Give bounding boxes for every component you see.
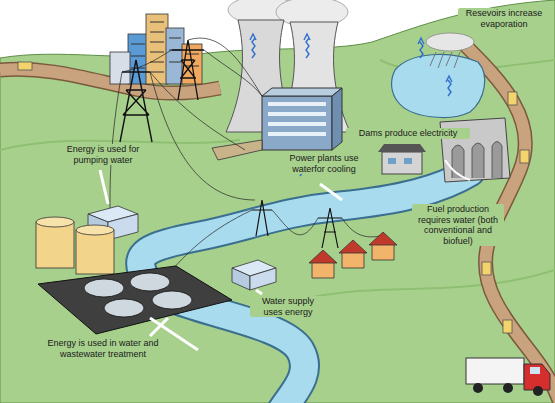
callout-label: Fuel production requires water (both con… xyxy=(412,204,504,246)
callout-label: Energy is used for pumping water xyxy=(54,144,152,165)
water-supply-station-part xyxy=(250,268,276,290)
small-trucks-part xyxy=(18,62,32,70)
treatment-plant-part xyxy=(152,291,192,309)
evaporation-arrows-part xyxy=(446,76,452,96)
houses-part xyxy=(342,252,364,268)
dam-part xyxy=(445,160,470,180)
tanks-part xyxy=(76,225,114,235)
tanks-part xyxy=(36,222,74,268)
treatment-plant-part xyxy=(130,273,170,291)
transmission-towers-part xyxy=(252,200,272,236)
houses-part xyxy=(339,240,367,253)
small-trucks-part xyxy=(520,150,529,163)
small-trucks-part xyxy=(482,262,491,275)
city-part xyxy=(166,28,184,84)
treatment-plant xyxy=(38,266,232,334)
transmission-towers-part xyxy=(172,40,204,100)
houses-part xyxy=(369,232,397,245)
rain-part xyxy=(430,52,460,68)
callout-label: Resevoirs increase evaporation xyxy=(458,8,550,29)
city-part xyxy=(128,34,148,84)
city-part xyxy=(146,14,168,84)
transmission-towers-part xyxy=(120,60,152,142)
treatment-plant-part xyxy=(38,266,232,334)
dam-part xyxy=(452,142,502,179)
rain-part xyxy=(426,33,474,51)
callout-label: Power plants use waterfor cooling xyxy=(276,153,372,174)
truck-part xyxy=(524,364,550,390)
power-plant-part xyxy=(212,140,262,160)
treatment-plant-part xyxy=(104,299,144,317)
houses xyxy=(309,232,397,278)
callout-label: Water supply uses energy xyxy=(250,296,326,317)
tanks xyxy=(36,217,114,274)
treatment-plant-part xyxy=(84,279,124,297)
power-plant-part xyxy=(332,88,342,150)
tanks-part xyxy=(36,217,74,227)
city xyxy=(110,14,202,84)
small-trucks-part xyxy=(508,92,517,105)
power-plant xyxy=(212,88,342,160)
evaporation-arrows-part xyxy=(418,38,424,58)
truck-part xyxy=(533,386,543,396)
hydro-house-part xyxy=(382,152,422,174)
hydro-house-part xyxy=(388,158,396,164)
power-plant-part xyxy=(262,96,332,150)
houses-part xyxy=(309,250,337,263)
power-plant-part xyxy=(268,104,326,134)
callout-label: Dams produce electricity xyxy=(346,128,470,139)
reservoir-part xyxy=(392,54,485,117)
truck xyxy=(466,358,550,396)
hydro-house-part xyxy=(404,158,412,164)
evaporation-arrows-part xyxy=(304,34,310,58)
land-part xyxy=(300,270,555,300)
truck-part xyxy=(466,358,524,384)
hydro-house xyxy=(378,144,426,174)
power-plant-part xyxy=(262,88,342,96)
small-trucks-part xyxy=(503,320,512,333)
leader-lines-part xyxy=(320,184,342,200)
tanks-part xyxy=(76,230,114,274)
truck-part xyxy=(503,383,513,393)
houses-part xyxy=(312,262,334,278)
rain xyxy=(426,33,474,68)
houses-part xyxy=(372,244,394,260)
hydro-house-part xyxy=(378,144,426,152)
truck-part xyxy=(473,383,483,393)
evaporation-arrows-part xyxy=(250,34,256,58)
leader-lines-part xyxy=(100,170,108,204)
truck-part xyxy=(530,367,540,374)
transmission-towers xyxy=(120,40,342,248)
water-supply-station xyxy=(232,260,276,290)
callout-label: Energy is used in water and wastewater t… xyxy=(30,338,176,359)
city-part xyxy=(110,52,130,84)
leader-lines xyxy=(100,170,342,350)
evaporation-arrows xyxy=(250,34,452,176)
leader-lines-part xyxy=(256,290,262,294)
water-supply-station-part xyxy=(232,268,250,290)
reservoir xyxy=(392,54,485,117)
transmission-towers-part xyxy=(318,208,342,248)
